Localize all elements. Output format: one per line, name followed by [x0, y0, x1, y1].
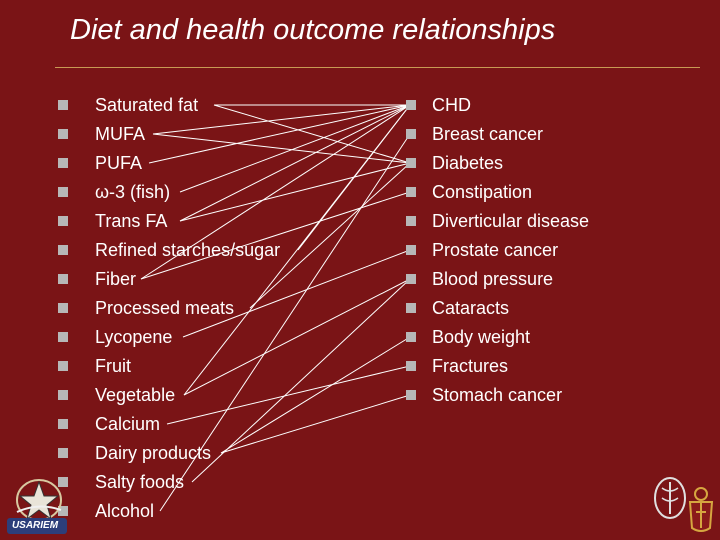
health-outcome-label: Breast cancer: [432, 124, 544, 144]
bullet-square-icon: [58, 361, 68, 371]
health-outcome-label: Stomach cancer: [432, 385, 563, 405]
bullet-square-icon: [406, 187, 416, 197]
relationship-line: [220, 336, 411, 454]
bullet-square-icon: [58, 274, 68, 284]
relationship-line: [297, 104, 411, 251]
bullet-square-icon: [406, 158, 416, 168]
bullet-square-icon: [58, 448, 68, 458]
diet-factor-label: Saturated fat: [95, 95, 199, 115]
diet-factor-label: Processed meats: [95, 298, 235, 318]
health-outcome-label: Prostate cancer: [432, 240, 559, 260]
title-divider: [55, 67, 700, 68]
relationship-line: [179, 104, 411, 193]
health-outcome-label: Diabetes: [432, 153, 504, 173]
bullet-square-icon: [406, 245, 416, 255]
health-outcome-label: Diverticular disease: [432, 211, 590, 231]
diet-factor-label: Calcium: [95, 414, 161, 434]
bullet-square-icon: [406, 390, 416, 400]
bullet-square-icon: [406, 274, 416, 284]
health-outcome-label: Cataracts: [432, 298, 510, 318]
diet-factor-label: Fiber: [95, 269, 137, 289]
bullet-square-icon: [58, 129, 68, 139]
health-outcome-label: CHD: [432, 95, 471, 115]
bullet-square-icon: [58, 332, 68, 342]
bullet-square-icon: [58, 419, 68, 429]
health-outcome-label: Body weight: [432, 327, 531, 347]
diet-factor-label: Lycopene: [95, 327, 173, 347]
relationship-line: [213, 104, 411, 164]
diet-factor-label: Trans FA: [95, 211, 168, 231]
diet-factor-label: Refined starches/sugar: [95, 240, 281, 260]
bullet-square-icon: [406, 216, 416, 226]
bullet-square-icon: [406, 129, 416, 139]
relationship-line: [179, 162, 411, 222]
relationship-line: [166, 365, 411, 425]
relationship-line: [179, 104, 411, 222]
bullet-square-icon: [58, 303, 68, 313]
relationship-line: [220, 394, 411, 454]
bullet-square-icon: [406, 332, 416, 342]
health-outcome-label: Constipation: [432, 182, 533, 202]
diet-factor-label: Alcohol: [95, 501, 155, 521]
relationship-line: [152, 133, 411, 164]
bullet-square-icon: [58, 216, 68, 226]
health-outcome-label: Fractures: [432, 356, 509, 376]
diet-factor-label: PUFA: [95, 153, 143, 173]
medical-insignia-icon: [654, 477, 714, 532]
diet-factor-label: Vegetable: [95, 385, 176, 405]
slide-title: Diet and health outcome relationships: [70, 14, 556, 46]
bullet-square-icon: [58, 506, 68, 516]
bullet-square-icon: [406, 361, 416, 371]
bullet-square-icon: [406, 100, 416, 110]
diet-factor-label: Fruit: [95, 356, 131, 376]
diet-factor-label: Dairy products: [95, 443, 212, 463]
diet-factor-label: MUFA: [95, 124, 146, 144]
bullet-square-icon: [58, 187, 68, 197]
diet-factor-label: Salty foods: [95, 472, 185, 492]
bullet-square-icon: [406, 303, 416, 313]
health-outcome-label: Blood pressure: [432, 269, 554, 289]
usariem-logo-text: USARIEM: [11, 520, 59, 531]
bullet-square-icon: [58, 158, 68, 168]
bullet-square-icon: [58, 245, 68, 255]
bullet-square-icon: [58, 100, 68, 110]
bullet-square-icon: [58, 390, 68, 400]
bullet-square-icon: [58, 477, 68, 487]
usariem-logo-icon: [7, 479, 67, 534]
diet-factor-label: ω-3 (fish): [95, 182, 171, 202]
